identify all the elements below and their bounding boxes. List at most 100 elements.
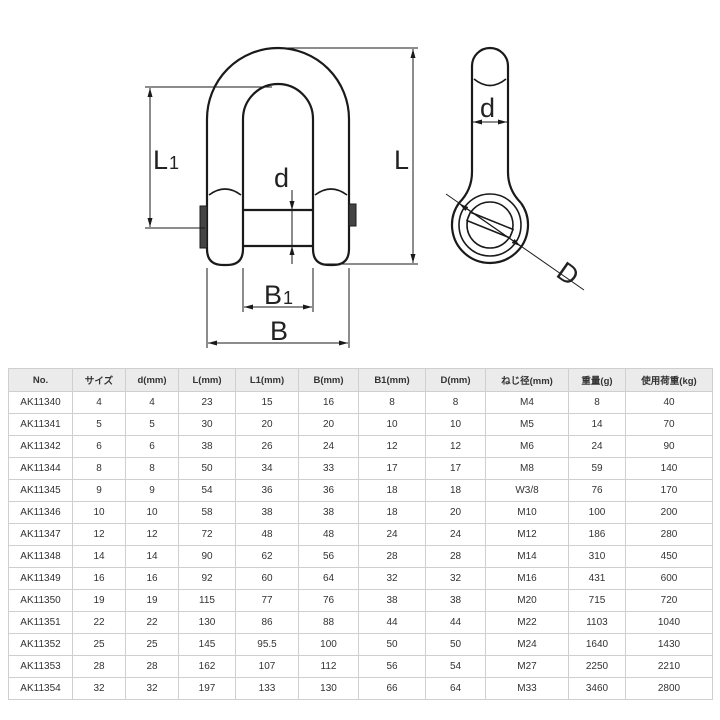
header-B: B(mm) [298,368,359,392]
cell-working-load: 450 [625,545,713,568]
cell-L1: 38 [235,501,299,524]
cell-working-load: 1040 [625,611,713,634]
cell-size: 4 [72,391,126,414]
shackle-bow-inner-edge [241,82,315,192]
pin-head [199,205,208,249]
cell-D: 8 [425,391,486,414]
header-d: d(mm) [125,368,179,392]
cell-no: AK11353 [8,655,73,678]
cell-weight: 1640 [568,633,626,656]
cell-B: 56 [298,545,359,568]
cell-weight: 715 [568,589,626,612]
cell-B1: 44 [358,611,426,634]
cell-size: 10 [72,501,126,524]
cell-thread-size: M6 [485,435,569,458]
cell-D: 10 [425,413,486,436]
cell-no: AK11347 [8,523,73,546]
label-L1: L1 [153,145,179,175]
cell-L: 145 [178,633,236,656]
front-view [199,46,357,267]
cell-L1: 36 [235,479,299,502]
cell-thread-size: M4 [485,391,569,414]
cell-L1: 15 [235,391,299,414]
cell-L1: 34 [235,457,299,480]
cell-d: 19 [125,589,179,612]
cell-B: 48 [298,523,359,546]
cell-D: 28 [425,545,486,568]
cell-weight: 186 [568,523,626,546]
side-eye-ring-outer [450,202,530,264]
cell-d: 14 [125,545,179,568]
cell-L: 50 [178,457,236,480]
cell-B: 33 [298,457,359,480]
cell-working-load: 170 [625,479,713,502]
side-leg-left-edge [458,66,474,204]
cell-L: 58 [178,501,236,524]
cell-no: AK11348 [8,545,73,568]
cell-B: 16 [298,391,359,414]
shackle-bow-outer-edge [205,46,351,192]
header-working-load: 使用荷重(kg) [625,368,713,392]
cell-B1: 50 [358,633,426,656]
cell-thread-size: M14 [485,545,569,568]
cell-D: 24 [425,523,486,546]
cell-working-load: 280 [625,523,713,546]
cell-no: AK11350 [8,589,73,612]
cell-working-load: 70 [625,413,713,436]
cell-working-load: 600 [625,567,713,590]
cell-D: 18 [425,479,486,502]
cell-thread-size: M27 [485,655,569,678]
cell-d: 6 [125,435,179,458]
cell-L1: 95.5 [235,633,299,656]
cell-B1: 32 [358,567,426,590]
cell-size: 5 [72,413,126,436]
cell-d: 5 [125,413,179,436]
cell-weight: 59 [568,457,626,480]
cell-L: 54 [178,479,236,502]
cell-working-load: 90 [625,435,713,458]
cell-L1: 107 [235,655,299,678]
cell-d: 22 [125,611,179,634]
cell-working-load: 1430 [625,633,713,656]
cell-thread-size: M10 [485,501,569,524]
cell-thread-size: M8 [485,457,569,480]
cell-B1: 24 [358,523,426,546]
cell-no: AK11340 [8,391,73,414]
cell-size: 6 [72,435,126,458]
cell-D: 54 [425,655,486,678]
cell-L: 30 [178,413,236,436]
cell-d: 32 [125,677,179,700]
right-eye-boss-edge [314,188,348,196]
cell-weight: 100 [568,501,626,524]
cell-size: 12 [72,523,126,546]
label-L1-main: L [153,145,168,175]
cell-no: AK11352 [8,633,73,656]
label-B1-main: B [264,280,282,310]
pin-threaded-end [348,203,357,227]
front-view-dimensions: L1 L d B1 B [145,47,418,348]
cell-D: 38 [425,589,486,612]
cell-B1: 8 [358,391,426,414]
cell-D: 50 [425,633,486,656]
cell-size: 25 [72,633,126,656]
cell-no: AK11346 [8,501,73,524]
cell-working-load: 140 [625,457,713,480]
cell-L1: 26 [235,435,299,458]
cell-B1: 56 [358,655,426,678]
cell-weight: 24 [568,435,626,458]
header-L1: L1(mm) [235,368,299,392]
cell-weight: 8 [568,391,626,414]
cell-D: 64 [425,677,486,700]
cell-D: 17 [425,457,486,480]
cell-L1: 86 [235,611,299,634]
side-leg-right-edge [506,66,522,204]
cell-working-load: 200 [625,501,713,524]
cell-L1: 60 [235,567,299,590]
